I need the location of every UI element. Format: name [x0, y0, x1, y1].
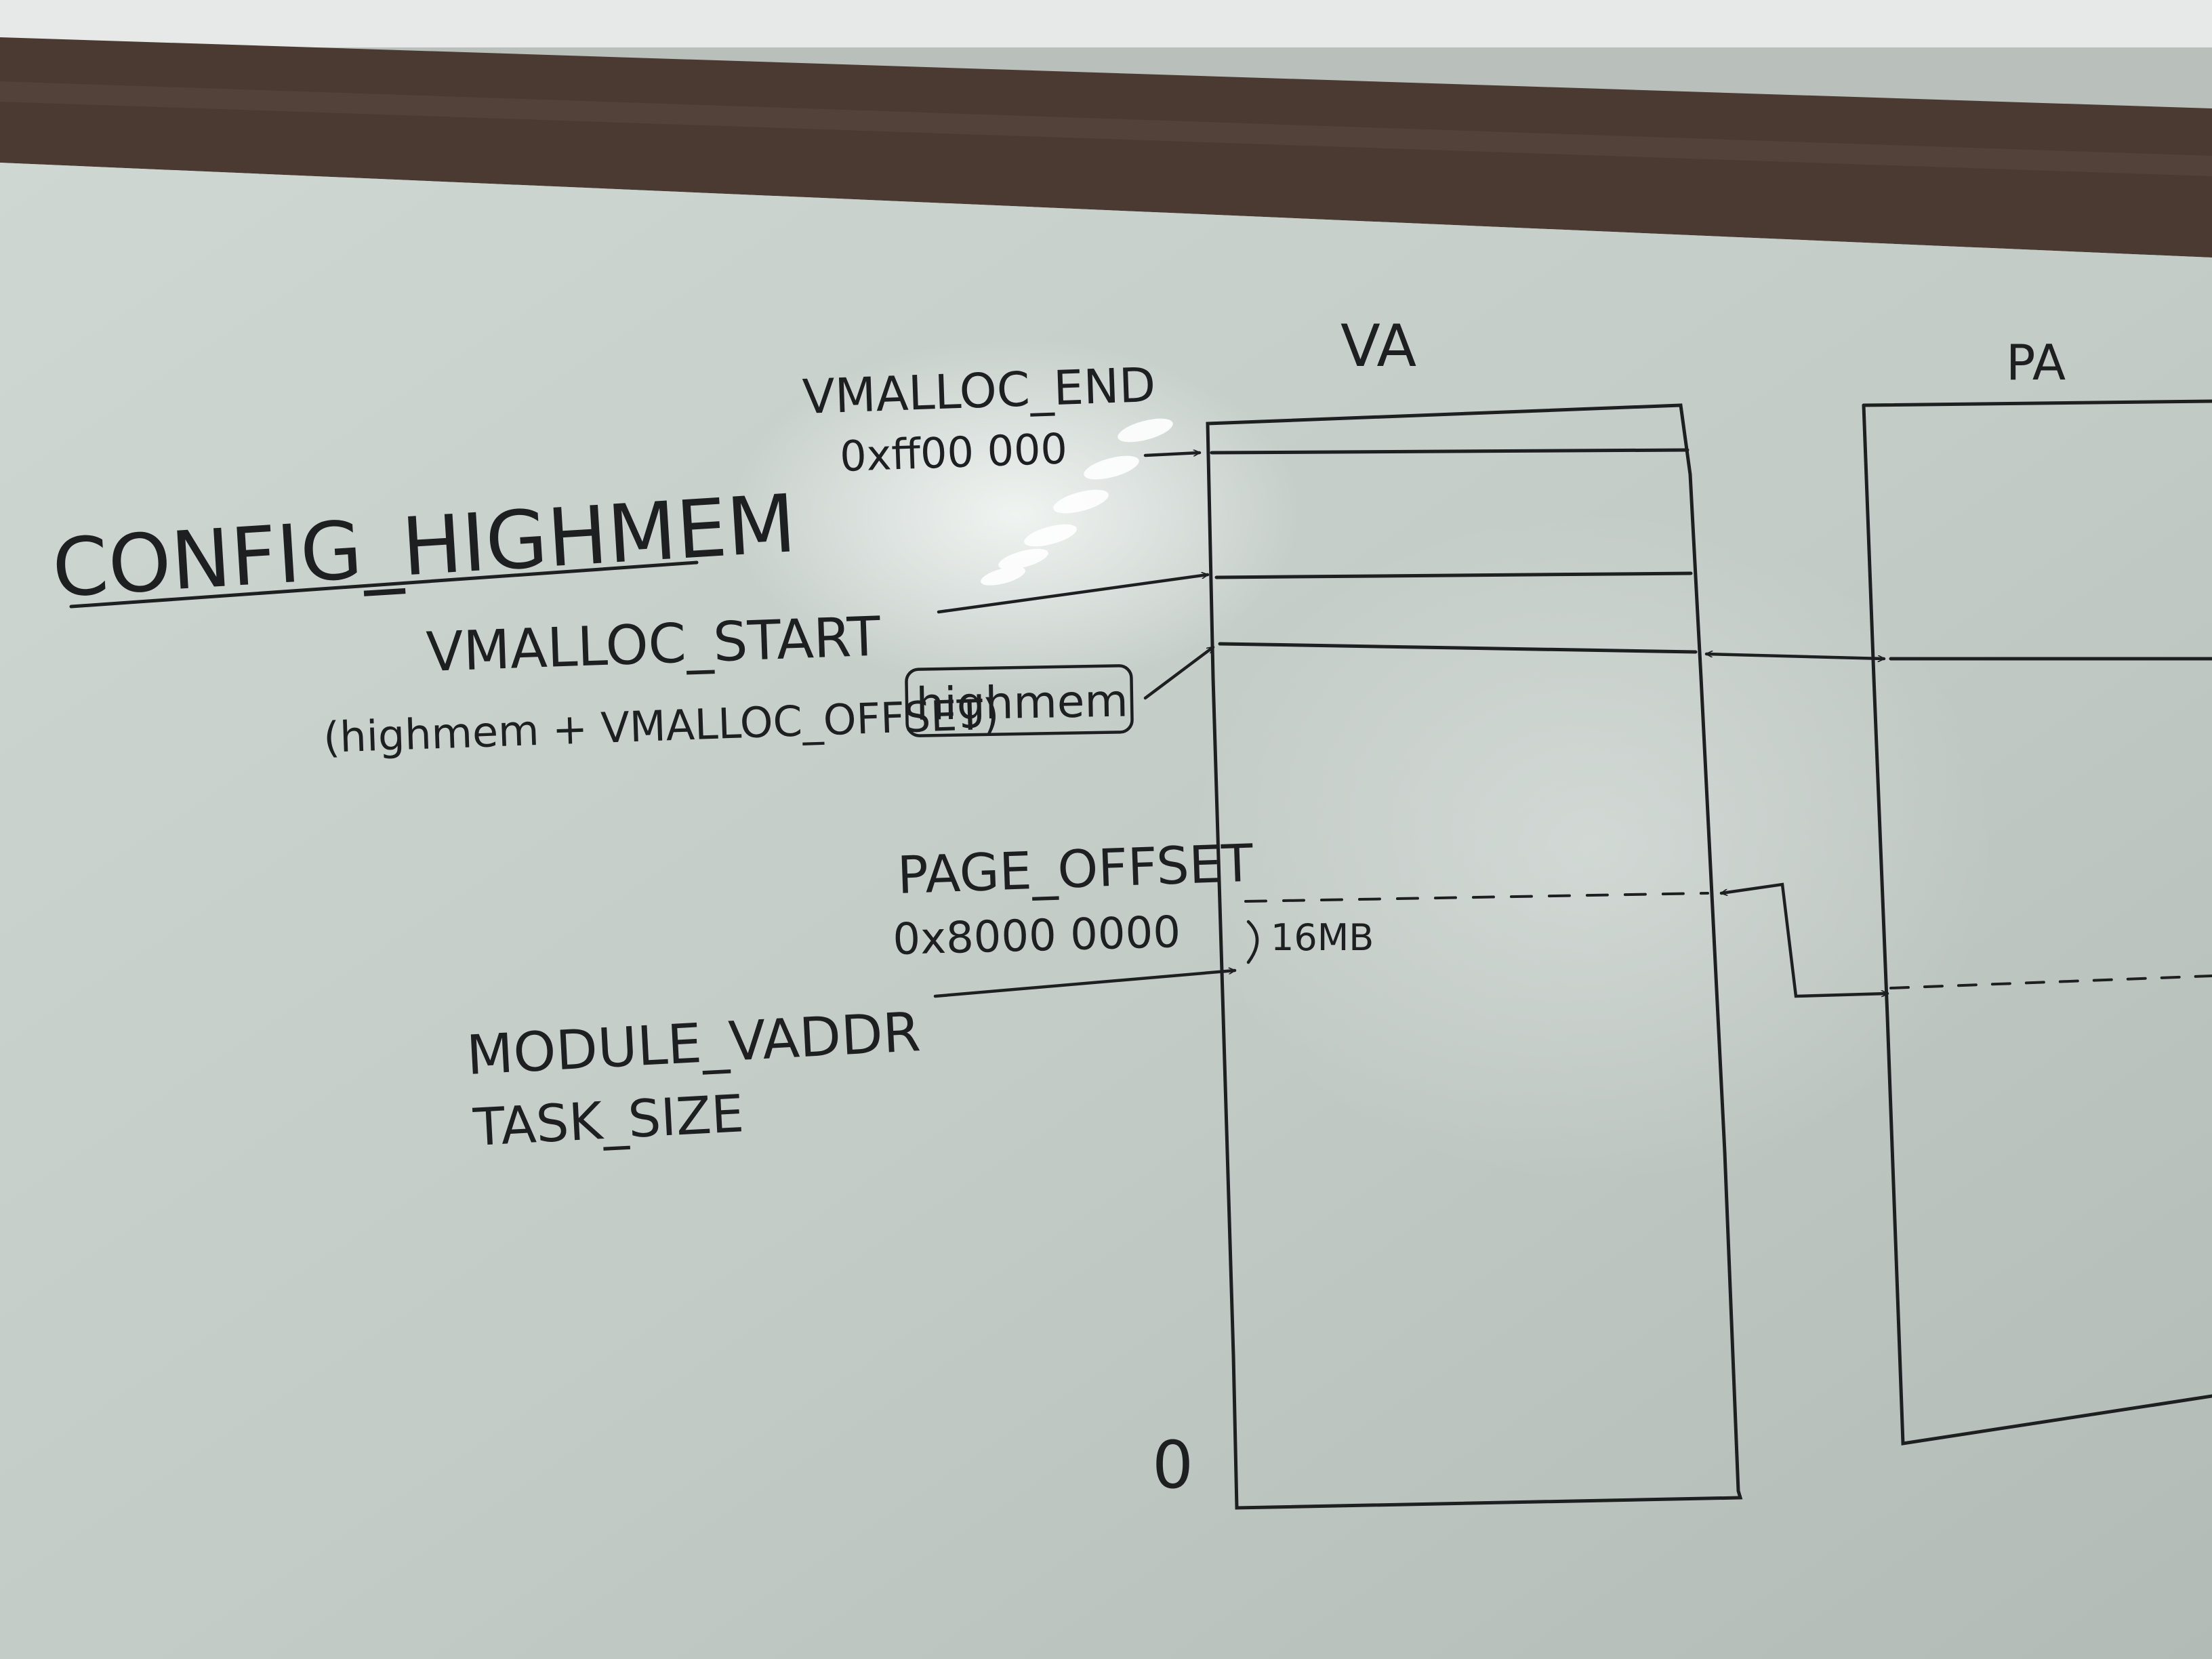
pa-memory-map — [1862, 399, 2212, 1446]
label-16mb: 16MB — [1271, 916, 1374, 959]
ceiling — [0, 0, 2212, 47]
arrow-vmalloc-start — [937, 575, 1210, 614]
board-glare-2 — [1186, 508, 1999, 1186]
arrow-va-pa-mapping — [1704, 654, 1886, 659]
board-frame — [0, 37, 2212, 258]
column-label-va: VA — [1340, 312, 1416, 380]
highmem-box — [905, 664, 1134, 737]
heading-underline — [69, 560, 699, 609]
label-vmalloc-end-addr: 0xff00 000 — [839, 424, 1068, 481]
frame-grain — [0, 81, 2212, 176]
label-zero: 0 — [1152, 1427, 1193, 1503]
arrow-highmem — [1143, 645, 1215, 700]
label-page-offset-addr: 0x8000 0000 — [892, 907, 1181, 965]
arrow-vmalloc-end — [1143, 453, 1202, 457]
arrows — [933, 453, 1889, 998]
arrow-page-offset-mapping — [1719, 882, 1889, 998]
label-highmem: highmem — [916, 675, 1128, 731]
va-memory-map — [1206, 403, 1743, 1510]
label-page-offset: PAGE_OFFSET — [897, 833, 1254, 905]
label-vmalloc-end: VMALLOC_END — [802, 357, 1157, 425]
column-label-pa: PA — [2006, 334, 2066, 391]
label-task-size: TASK_SIZE — [471, 1083, 745, 1158]
light-reflection — [981, 418, 1173, 586]
brace-16mb — [1246, 920, 1259, 964]
arrow-module-vaddr — [933, 970, 1237, 998]
